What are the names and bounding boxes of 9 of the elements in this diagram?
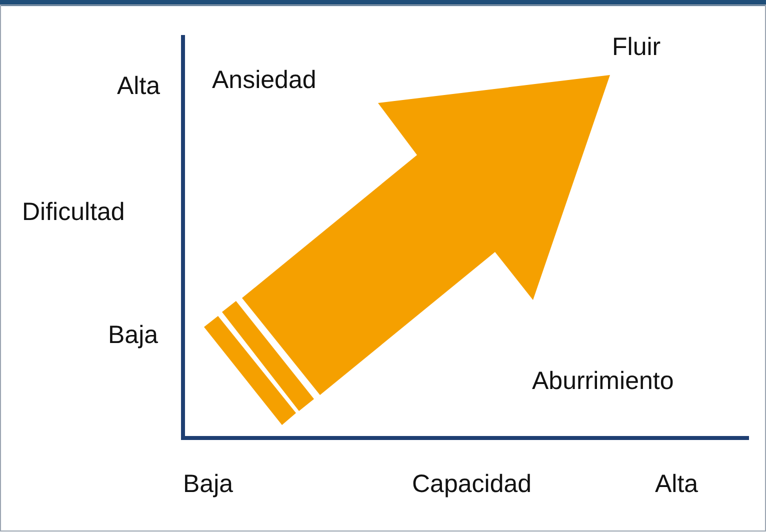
- axis-tick-label: Alta: [117, 74, 160, 99]
- quadrant-label: Fluir: [612, 35, 661, 60]
- axis-tick-label: Alta: [655, 472, 698, 497]
- axis-tick-label: Baja: [108, 323, 158, 348]
- axis-tick-label: Baja: [183, 472, 234, 497]
- axis-title: Dificultad: [22, 200, 125, 225]
- axis-title: Capacidad: [412, 472, 532, 497]
- quadrant-label: Ansiedad: [212, 68, 316, 93]
- quadrant-label: Aburrimiento: [532, 369, 674, 394]
